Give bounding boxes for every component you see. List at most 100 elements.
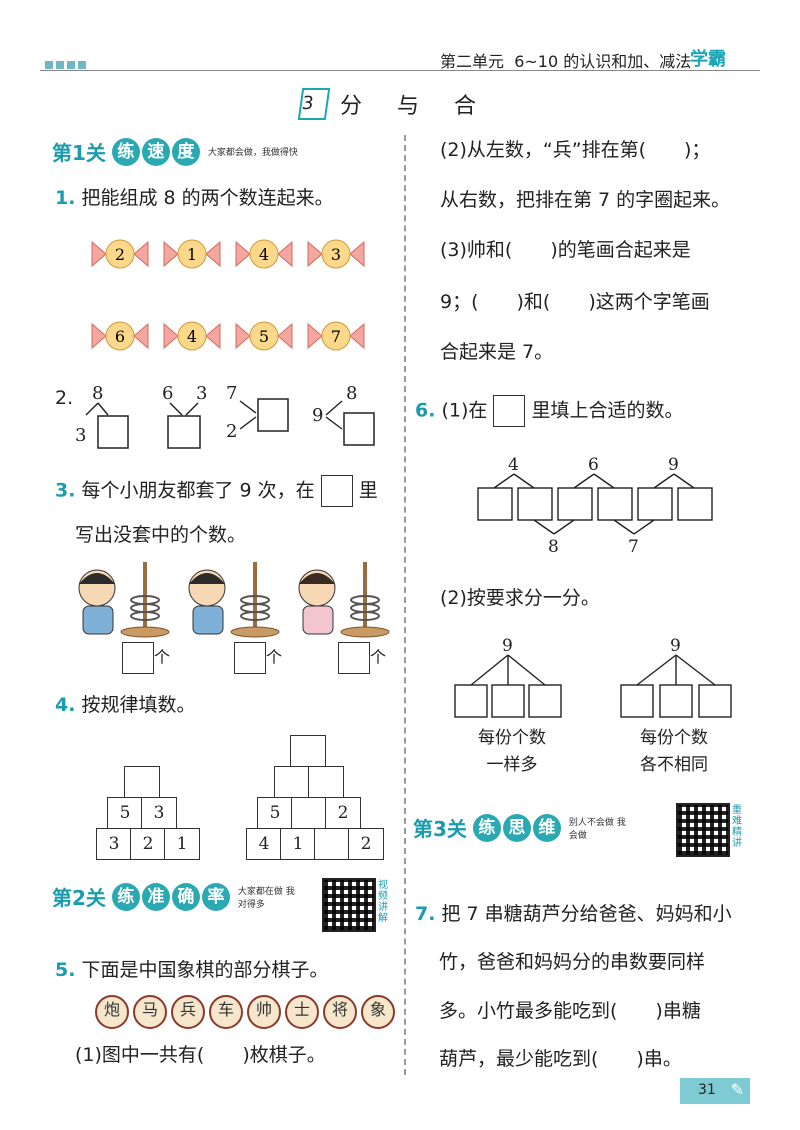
q2-diagrams: 8 3 6 3 7 2 9 8	[75, 383, 375, 449]
pyr-right-cell: 2	[348, 828, 384, 860]
chess-piece[interactable]: 马	[133, 995, 167, 1029]
split-caption-1: 每份个数一样多	[478, 725, 546, 779]
column-divider	[404, 135, 406, 1075]
lesson-qr-code[interactable]	[676, 803, 730, 857]
pill-char: 度	[171, 137, 200, 166]
pyr-right-cell[interactable]	[314, 828, 350, 860]
answer-box[interactable]	[234, 642, 266, 674]
candy[interactable]: 3	[307, 239, 365, 269]
chess-piece[interactable]: 士	[285, 995, 319, 1029]
chess-piece[interactable]: 象	[361, 995, 395, 1029]
level-2-pill: 练准确率	[111, 882, 230, 911]
candy-number: 6	[115, 327, 125, 346]
chain-box[interactable]	[557, 487, 593, 521]
split-caption-2: 每份个数各不相同	[640, 725, 708, 779]
split-box[interactable]	[528, 684, 562, 718]
pencil-icon: ✎	[730, 1080, 744, 1099]
candy-number: 4	[259, 245, 269, 264]
q5-text: 5. 下面是中国象棋的部分棋子。	[55, 955, 329, 985]
q2a-top: 8	[92, 383, 103, 404]
pill-char: 率	[201, 882, 230, 911]
q2c-box[interactable]	[257, 398, 289, 432]
q2c-bottom: 2	[226, 421, 237, 442]
q7-line-text: 葫芦，最少能吃到( )串。	[439, 1048, 682, 1071]
header-decor	[45, 54, 89, 73]
candy[interactable]: 4	[163, 321, 221, 351]
candy[interactable]: 4	[235, 239, 293, 269]
pill-char: 维	[532, 813, 561, 842]
candy-group: 2 1 4 3 6 4 5 7	[91, 239, 365, 351]
pyr-left-top[interactable]	[124, 766, 160, 798]
answer-box[interactable]	[338, 642, 370, 674]
q6-inline-box	[493, 395, 526, 427]
pill-char: 练	[111, 882, 140, 911]
pill-char: 速	[141, 137, 170, 166]
split-box[interactable]	[698, 684, 732, 718]
pyr-right-top[interactable]	[290, 735, 326, 767]
pill-char: 练	[472, 813, 501, 842]
page-number: 31	[698, 1082, 716, 1098]
chain-box[interactable]	[597, 487, 633, 521]
chain-box[interactable]	[677, 487, 713, 521]
pyr-right-cell: 5	[257, 797, 293, 829]
q3-number: 3.	[55, 479, 76, 502]
candy[interactable]: 7	[307, 321, 365, 351]
chess-piece[interactable]: 车	[209, 995, 243, 1029]
q2-number: 2.	[55, 387, 74, 409]
q5-part2b: 从右数，把排在第 7 的字圈起来。	[440, 189, 731, 211]
q5-part3a: (3)帅和( )的笔画合起来是	[440, 239, 691, 261]
chess-piece[interactable]: 帅	[247, 995, 281, 1029]
brand-logo: 学霸	[690, 49, 726, 70]
level-1-slogan: 大家都会做，我做得快	[207, 148, 298, 158]
chess-piece[interactable]: 炮	[95, 995, 129, 1029]
candy[interactable]: 2	[91, 239, 149, 269]
video-qr-code[interactable]	[322, 878, 376, 932]
split-box[interactable]	[620, 684, 654, 718]
q2b-box[interactable]	[167, 415, 201, 449]
split-box[interactable]	[659, 684, 693, 718]
q7-number: 7.	[415, 903, 436, 925]
level-3-bar: 第3关 练思维 别人不会做 我会做	[413, 813, 629, 842]
answer-box[interactable]	[122, 642, 154, 674]
chess-piece[interactable]: 将	[323, 995, 357, 1029]
pyr-right-cell: 1	[280, 828, 316, 860]
unit-label: 个	[266, 647, 283, 667]
q5-part1: (1)图中一共有( )枚棋子。	[75, 1044, 326, 1066]
chess-piece[interactable]: 兵	[171, 995, 205, 1029]
q2b-left: 6	[162, 383, 173, 404]
q6-prompt-b: 里填上合适的数。	[531, 399, 684, 422]
q4-prompt: 按规律填数。	[81, 694, 196, 716]
pyr-right-cell[interactable]	[308, 766, 344, 798]
q2d-top: 8	[346, 383, 357, 404]
q3-line2: 写出没套中的个数。	[75, 524, 247, 546]
split-box[interactable]	[454, 684, 488, 718]
unit-label: 个	[154, 647, 171, 667]
chain-box[interactable]	[477, 487, 513, 521]
q6-split: 9 9	[454, 636, 732, 718]
split-box[interactable]	[491, 684, 525, 718]
pyr-left-cell: 5	[107, 797, 143, 829]
unit-label: 个	[370, 647, 387, 667]
q2d-left: 9	[312, 405, 323, 426]
q2a-box[interactable]	[97, 415, 129, 449]
level-3-slogan: 别人不会做 我会做	[568, 817, 626, 841]
level-1-pill: 练速度	[111, 137, 200, 166]
q7-text: 7. 把 7 串糖葫芦分给爸爸、妈妈和小 竹，爸爸和妈妈分的串数要同样 多。小竹…	[415, 890, 765, 1084]
chapter-title: 分 与 合	[340, 94, 490, 119]
candy[interactable]: 5	[235, 321, 293, 351]
candy-number: 4	[187, 327, 197, 346]
pyr-right-cell[interactable]	[291, 797, 327, 829]
caption-line: 每份个数	[478, 728, 546, 748]
candy[interactable]: 1	[163, 239, 221, 269]
chain-box[interactable]	[637, 487, 673, 521]
candy-number: 7	[331, 327, 341, 346]
candy[interactable]: 6	[91, 321, 149, 351]
pyr-right-cell[interactable]	[274, 766, 310, 798]
q2c-top: 7	[226, 383, 237, 404]
split-top-1: 9	[502, 636, 513, 656]
caption-line: 每份个数	[640, 728, 708, 748]
unit-label: 第二单元 6~10 的认识和加、减法	[440, 48, 691, 72]
lesson-label: 重难精讲	[732, 805, 742, 849]
q2d-box[interactable]	[343, 412, 375, 446]
chain-box[interactable]	[517, 487, 553, 521]
